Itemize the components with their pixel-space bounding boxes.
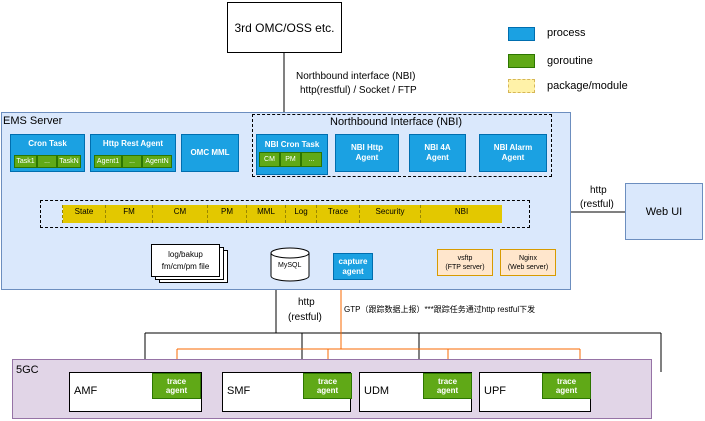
nbicron-goroutine-3: ... [301,152,322,167]
legend-goroutine-label: goroutine [547,55,593,67]
nginx-line1: Nginx [519,254,537,262]
nbi-alarm-agent-line2: Agent [501,153,525,162]
web-ui-label: Web UI [645,205,683,218]
capture-agent-process: capture agent [333,253,373,280]
web-ui-box: Web UI [625,183,703,240]
nf-udm-label: UDM [364,385,390,397]
upf-trace-agent-line2: agent [555,386,578,395]
amf-trace-agent: trace agent [152,373,201,399]
nbi-group-frame [252,114,552,177]
package-cm: CM [153,205,208,223]
nbi-http-agent-line2: Agent [355,153,379,162]
gtp-note: GTP（跟踪数据上报）***跟踪任务通过http restful下发 [344,305,536,314]
nbi-alarm-agent-line1: NBI Alarm [493,143,533,152]
nbi-group-title: Northbound Interface (NBI) [330,116,463,128]
webui-conn-label-1: http [590,185,607,196]
south-conn-label-1: http [298,297,315,308]
legend-process-swatch [508,27,535,41]
nf-upf-label: UPF [484,385,506,397]
smf-trace-agent-line2: agent [316,386,339,395]
package-mml: MML [247,205,286,223]
capture-agent-line1: capture [338,256,368,266]
nbi-4a-agent-line2: Agent [426,153,449,162]
package-fm: FM [106,205,153,223]
amf-trace-agent-line1: trace [166,377,187,386]
udm-trace-agent-line1: trace [437,377,458,386]
upf-trace-agent: trace agent [542,373,591,399]
udm-trace-agent-line2: agent [436,386,459,395]
nf-smf-label: SMF [227,385,251,397]
vsftp-line1: vsftp [457,254,473,262]
files-line1: log/bakup [168,249,203,259]
cron-goroutine-3: TaskN [57,155,81,168]
package-state: State [63,205,106,223]
udm-trace-agent: trace agent [423,373,472,399]
nbi-http-agent-process: NBI Http Agent [335,134,399,172]
webui-conn-label-2: (restful) [580,199,614,210]
third-party-omc-label: 3rd OMC/OSS etc. [234,20,335,35]
upf-trace-agent-line1: trace [556,377,577,386]
legend-goroutine-swatch [508,54,535,68]
cron-goroutine-1: Task1 [14,155,37,168]
vsftp-line2: (FTP server) [445,263,485,271]
legend-package-swatch [508,79,535,93]
nbicron-goroutine-2: PM [280,152,301,167]
rest-goroutine-1: Agent1 [94,155,122,168]
package-nbi: NBI [421,205,502,223]
legend-process-label: process [547,27,586,39]
mysql-label: MySQL [278,262,302,269]
rest-goroutine-2: ... [122,155,142,168]
package-log: Log [286,205,317,223]
nbicron-goroutine-1: CM [259,152,280,167]
nbi-4a-agent-process: NBI 4A Agent [409,134,466,172]
nbi-alarm-agent-process: NBI Alarm Agent [479,134,547,172]
smf-trace-agent-line1: trace [317,377,338,386]
fivegc-title: 5GC [16,364,39,376]
package-row: State FM CM PM MML Log Trace Security NB… [62,205,502,223]
smf-trace-agent: trace agent [303,373,352,399]
nf-amf-label: AMF [74,385,98,397]
capture-agent-line2: agent [342,266,364,276]
nbi-4a-agent-line1: NBI 4A [424,143,451,152]
legend-package-label: package/module [547,80,628,92]
file-stack-front: log/bakup fm/cm/pm file [151,244,220,277]
cron-goroutine-2: ... [37,155,57,168]
http-rest-agent-title: Http Rest Agent [102,139,164,148]
nbi-conn-label-2: http(restful) / Socket / FTP [300,85,417,96]
rest-goroutine-3: AgentN [142,155,172,168]
nbi-conn-label-1: Northbound interface (NBI) [296,71,416,82]
vsftp-box: vsftp (FTP server) [437,249,493,276]
mysql-database-icon [270,247,310,282]
package-trace: Trace [317,205,360,223]
amf-trace-agent-line2: agent [165,386,188,395]
nginx-line2: (Web server) [507,263,549,271]
nbi-cron-task-title: NBI Cron Task [264,140,320,149]
package-security: Security [360,205,421,223]
nginx-box: Nginx (Web server) [500,249,556,276]
ems-server-title: EMS Server [3,115,63,127]
cron-task-title: Cron Task [28,139,67,148]
south-conn-label-2: (restful) [288,312,322,323]
omc-mml-process: OMC MML [181,134,239,172]
third-party-omc-box: 3rd OMC/OSS etc. [227,2,342,53]
nbi-http-agent-line1: NBI Http [351,143,383,152]
omc-mml-title: OMC MML [190,148,230,157]
files-line2: fm/cm/pm file [161,261,210,271]
package-pm: PM [208,205,247,223]
